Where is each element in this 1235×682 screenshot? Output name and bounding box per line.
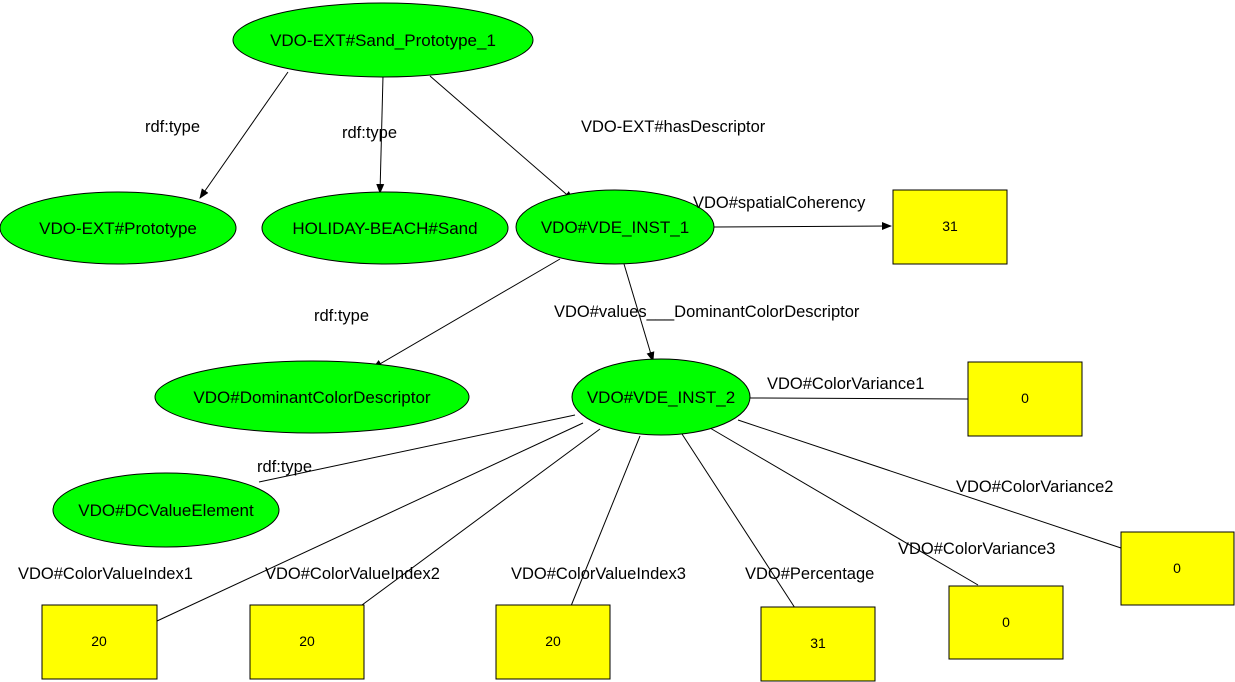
node-label: VDO#DominantColorDescriptor: [193, 388, 430, 407]
literal-value: 31: [942, 218, 958, 234]
node-label: VDO#VDE_INST_1: [541, 218, 689, 237]
edge-label-values-dominant: VDO#values___DominantColorDescriptor: [554, 303, 860, 321]
edge-line-color-variance3: [709, 427, 979, 586]
literal-value: 0: [1002, 614, 1010, 630]
node-label: HOLIDAY-BEACH#Sand: [292, 219, 477, 238]
literal-value: 20: [299, 633, 315, 649]
edge-line-color-variance1: [749, 397, 969, 400]
edge-line-color-value-index2: [361, 428, 601, 606]
node-vde-inst-1: VDO#VDE_INST_1: [515, 189, 715, 265]
literal-color-value-index1: 20: [41, 604, 158, 680]
edge-line-spatial-coherency: [713, 222, 892, 231]
node-dc-value-element: VDO#DCValueElement: [52, 472, 280, 548]
literal-value: 20: [91, 633, 107, 649]
literal-color-variance1: 0: [967, 361, 1083, 437]
literal-color-variance3: 0: [948, 585, 1064, 660]
edge-line-color-variance2: [737, 419, 1122, 549]
node-label: VDO#DCValueElement: [78, 501, 254, 520]
edge-label-has-descriptor: VDO-EXT#hasDescriptor: [581, 118, 766, 136]
edge-label-rdf-type-prototype: rdf:type: [145, 118, 200, 136]
edge-line-has-descriptor: [429, 75, 574, 201]
node-sand-prototype: VDO-EXT#Sand_Prototype_1: [232, 2, 534, 78]
edge-label-color-value-index3: VDO#ColorValueIndex3: [511, 565, 686, 583]
edge-line-color-value-index1: [156, 422, 584, 622]
literal-percentage: 31: [760, 606, 876, 682]
edge-line-color-value-index3: [570, 435, 641, 607]
edge-label-color-variance1: VDO#ColorVariance1: [767, 375, 924, 393]
edge-label-spatial-coherency: VDO#spatialCoherency: [693, 194, 866, 212]
node-holiday-sand: HOLIDAY-BEACH#Sand: [261, 191, 509, 265]
edge-line-rdf-type-dcvalue: [258, 414, 576, 483]
edge-line-rdf-type-sand: [376, 75, 385, 194]
literal-color-value-index3: 20: [495, 604, 611, 680]
literal-spatial-coherency: 31: [892, 189, 1008, 265]
node-label: VDO-EXT#Sand_Prototype_1: [270, 31, 496, 50]
edge-label-color-variance2: VDO#ColorVariance2: [956, 478, 1113, 496]
edge-label-color-variance3: VDO#ColorVariance3: [898, 540, 1055, 558]
node-vde-inst-2: VDO#VDE_INST_2: [571, 358, 751, 436]
edge-line-percentage: [681, 433, 796, 609]
literal-value: 0: [1173, 560, 1181, 576]
edge-line-rdf-type-prototype: [199, 71, 289, 199]
edge-label-color-value-index1: VDO#ColorValueIndex1: [18, 565, 193, 583]
edge-label-rdf-type-dcvalue: rdf:type: [257, 458, 312, 476]
literal-value: 0: [1021, 390, 1029, 406]
node-label: VDO#VDE_INST_2: [587, 388, 735, 407]
literal-color-variance2: 0: [1120, 531, 1235, 606]
node-prototype: VDO-EXT#Prototype: [0, 191, 237, 265]
literal-value: 31: [810, 635, 826, 651]
edge-label-percentage: VDO#Percentage: [745, 565, 874, 583]
node-label: VDO-EXT#Prototype: [39, 219, 197, 238]
edge-label-rdf-type-dominant: rdf:type: [314, 307, 369, 325]
edge-line-rdf-type-dominant: [372, 258, 561, 369]
edge-line-values-dominant: [623, 263, 655, 362]
literal-color-value-index2: 20: [249, 604, 365, 680]
literal-value: 20: [545, 633, 561, 649]
edge-label-color-value-index2: VDO#ColorValueIndex2: [265, 565, 440, 583]
node-dominant-color-descriptor: VDO#DominantColorDescriptor: [154, 360, 470, 434]
edge-label-rdf-type-sand: rdf:type: [342, 124, 397, 142]
